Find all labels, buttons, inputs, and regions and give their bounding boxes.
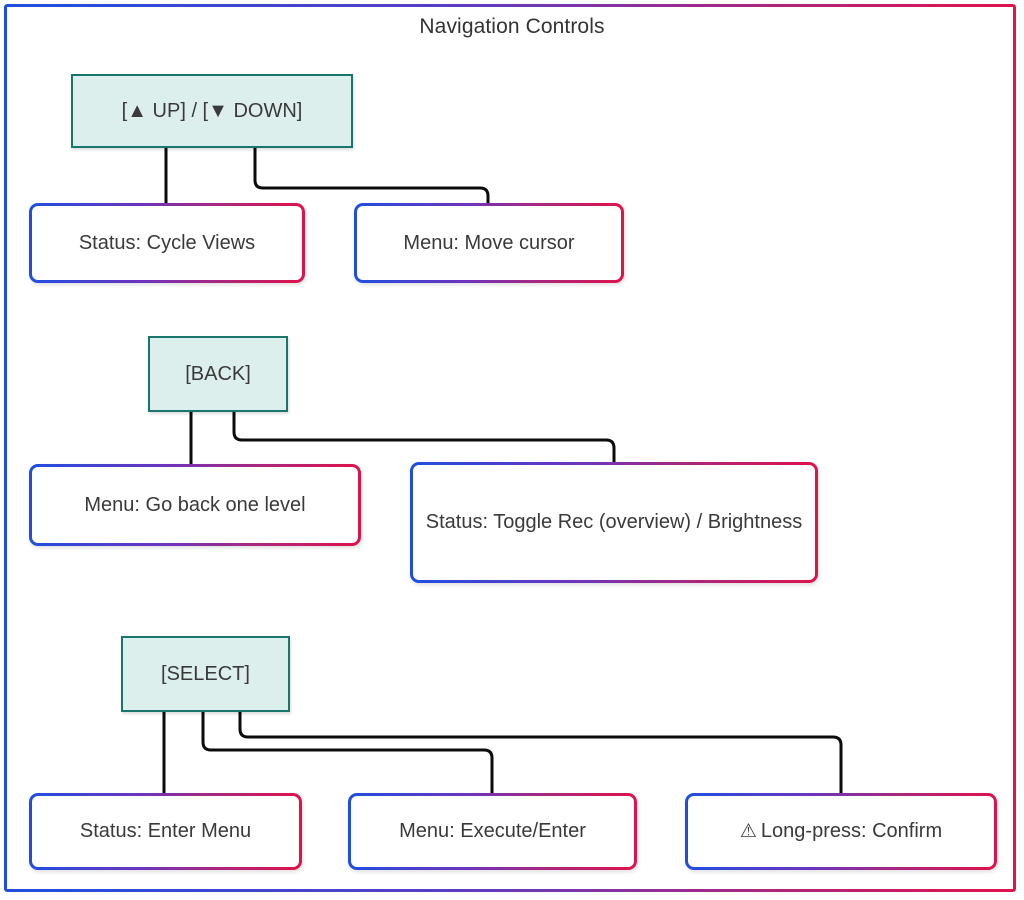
warning-icon: ⚠: [739, 821, 757, 842]
node-key-back[interactable]: [BACK]: [148, 336, 288, 412]
node-action-move-cursor[interactable]: Menu: Move cursor: [354, 203, 624, 283]
edge-select-to-execute: [201, 712, 494, 793]
node-label: [SELECT]: [161, 662, 250, 685]
node-label: Menu: Execute/Enter: [399, 820, 586, 842]
node-key-select[interactable]: [SELECT]: [121, 636, 290, 712]
edge-select-to-long-press: [238, 712, 843, 793]
node-label: Status: Toggle Rec (overview) / Brightne…: [425, 511, 803, 533]
node-action-long-press-confirm[interactable]: ⚠ Long-press: Confirm: [685, 793, 997, 870]
node-label: [BACK]: [185, 362, 251, 385]
node-action-execute-enter[interactable]: Menu: Execute/Enter: [348, 793, 637, 870]
node-action-toggle-rec-brightness[interactable]: Status: Toggle Rec (overview) / Brightne…: [410, 462, 818, 583]
node-label: Menu: Go back one level: [84, 493, 306, 516]
node-label: Status: Enter Menu: [79, 820, 252, 842]
node-action-enter-menu[interactable]: Status: Enter Menu: [29, 793, 302, 870]
node-label: Status: Cycle Views: [78, 231, 256, 254]
edge-up-down-to-move-cursor: [253, 148, 490, 203]
node-label: Long-press: Confirm: [760, 820, 943, 842]
node-key-up-down[interactable]: [▲ UP] / [▼ DOWN]: [71, 74, 353, 148]
page-title: Navigation Controls: [419, 15, 605, 38]
node-action-go-back-one-level[interactable]: Menu: Go back one level: [29, 464, 361, 546]
node-label: Menu: Move cursor: [403, 231, 575, 254]
node-label: [▲ UP] / [▼ DOWN]: [121, 99, 303, 122]
edge-back-to-toggle-rec: [232, 412, 616, 464]
node-action-cycle-views[interactable]: Status: Cycle Views: [29, 203, 305, 283]
